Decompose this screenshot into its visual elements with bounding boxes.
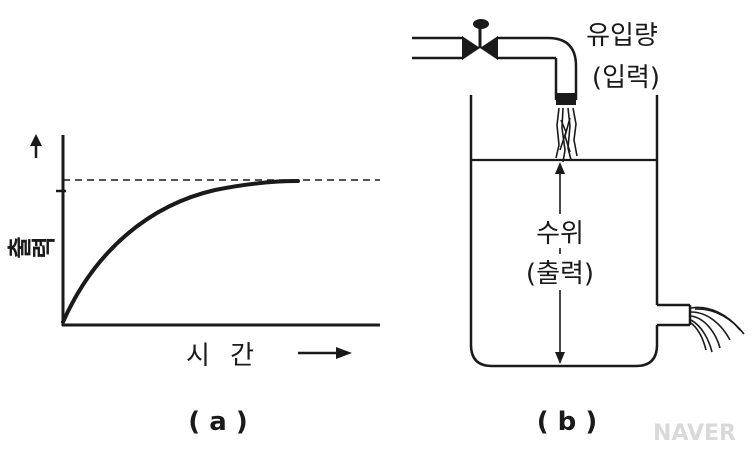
water-level-label: 수위 (536, 219, 584, 249)
valve-icon (462, 19, 498, 60)
inflow-pipe (412, 36, 578, 105)
caption-b: ( b ) (537, 407, 597, 437)
outflow-pipe (657, 303, 692, 327)
y-axis-label: 출력 (7, 236, 55, 264)
y-axis-arrow-icon (30, 134, 42, 158)
response-curve (61, 179, 300, 324)
tank (469, 95, 659, 368)
naver-watermark: NAVER (653, 421, 736, 446)
inflow-sublabel: (입력) (592, 63, 660, 93)
panel-b: 유입량 (입력) 수위 (출력) ( b ) (412, 19, 745, 437)
x-axis-arrow-icon (298, 347, 352, 359)
inflow-label: 유입량 (586, 21, 658, 51)
caption-a: ( a ) (188, 407, 247, 437)
outflow-water-stream (690, 306, 745, 353)
inflow-water-stream (555, 107, 578, 163)
x-axis-label: 시 간 (186, 341, 260, 371)
panel-a: 출력 시 간 ( a ) (7, 134, 380, 437)
water-level-sublabel: (출력) (526, 259, 594, 289)
